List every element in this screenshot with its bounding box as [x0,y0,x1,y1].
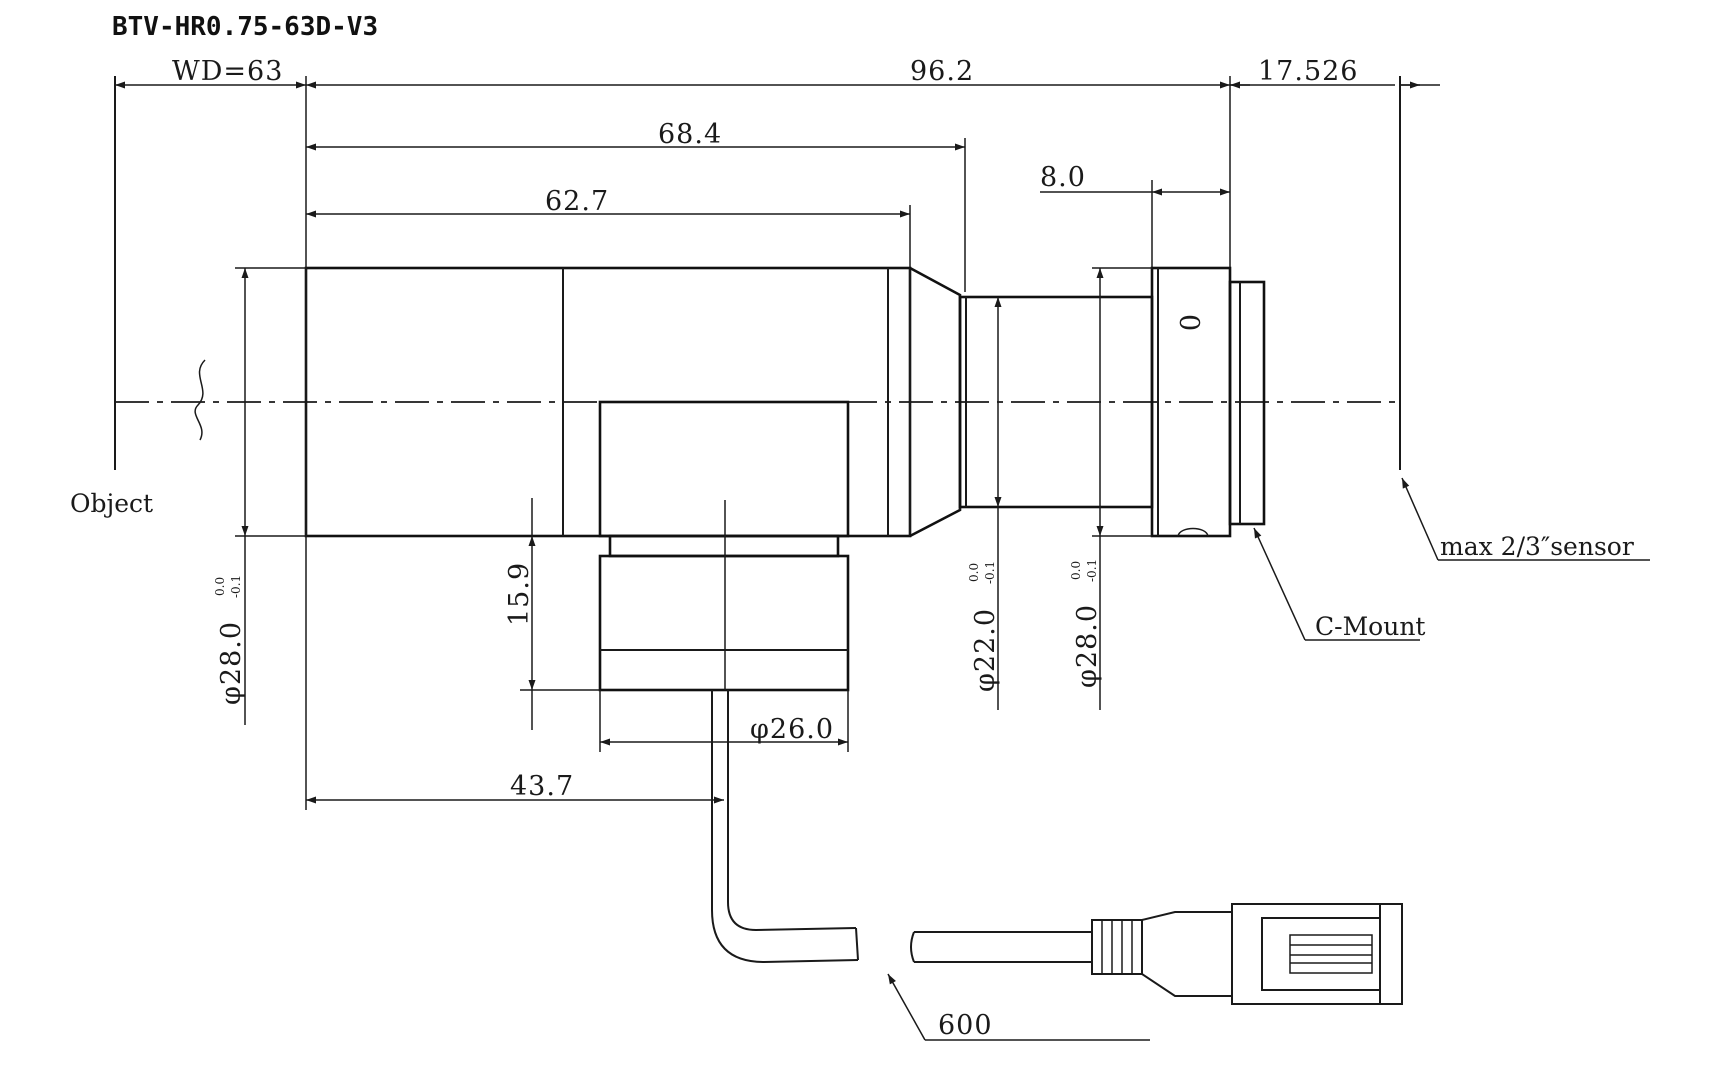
port-height-text: 15.9 [504,562,535,626]
side-port-collar [608,534,840,558]
drawing-title: BTV-HR0.75-63D-V3 [112,12,378,42]
overall-length-text: 96.2 [910,56,974,87]
sensor-leader [1401,477,1439,561]
cable-break-end [855,927,859,961]
body-length-text: 62.7 [545,186,609,217]
cable-length-text: 600 [938,1010,993,1041]
port-position-text: 43.7 [510,771,574,802]
axis-break-mark [194,359,206,441]
front-diameter-tol-lower: -0.1 [229,575,243,598]
c-mount-label: C-Mount [1315,612,1425,641]
c-mount-thread [1228,280,1266,526]
flange-distance-text: 17.526 [1258,56,1358,87]
side-port-body [598,554,850,692]
cable-connector [1091,903,1403,1005]
cable-far-section [910,931,1092,963]
front-diameter-tol-upper: 0.0 [213,577,227,596]
front-diameter-text: φ28.0 [216,621,247,705]
sensor-label: max 2/3″sensor [1440,532,1634,561]
cable-length-leader [887,973,926,1041]
neck-diameter-text: φ22.0 [970,608,1001,692]
wd-dimension-text: WD=63 [172,56,283,87]
cable-lower-section [727,690,857,932]
port-diameter-text: φ26.0 [750,714,834,745]
neck-diameter-tol-upper: 0.0 [967,563,981,582]
side-port-housing [598,400,850,538]
mount-length-text: 8.0 [1040,162,1086,193]
rear-diameter-tol-lower: -0.1 [1085,559,1099,582]
rear-diameter-tol-upper: 0.0 [1069,561,1083,580]
screw-mark: 0 [1173,314,1204,332]
cable-upper-section [711,690,859,964]
c-mount-leader [1253,527,1306,641]
neck-diameter-tol-lower: -0.1 [983,561,997,584]
barrel-length-text: 68.4 [658,119,722,150]
object-label: Object [70,489,153,518]
screw-head [1177,527,1209,537]
rear-diameter-text: φ28.0 [1072,604,1103,688]
